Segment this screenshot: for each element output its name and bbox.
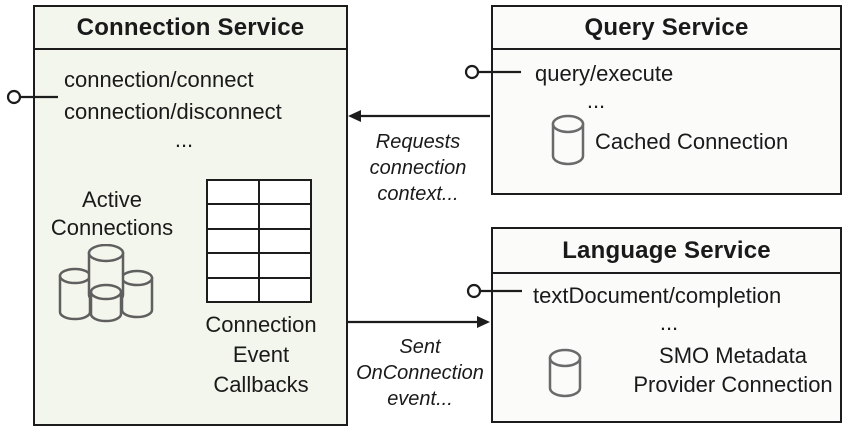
requests-connection-context-label: Requests connection context... — [369, 131, 467, 205]
language-service-box: Language Service textDocument/completion… — [491, 227, 842, 423]
query-service-box: Query Service query/execute ... Cached C… — [491, 5, 842, 195]
connection-event-callbacks-label: Connection Event Callbacks — [205, 312, 317, 397]
arrow-sent-onconnection-event — [348, 316, 490, 328]
method-query-execute: query/execute — [535, 61, 674, 86]
connection-service-methods: connection/connect connection/disconnect… — [64, 64, 304, 152]
database-cluster-icon — [58, 244, 154, 323]
methods-ellipsis: ... — [586, 88, 606, 113]
query-service-title: Query Service — [493, 7, 840, 50]
active-connections-label: Active Connections — [50, 187, 174, 240]
table-icon — [206, 179, 312, 303]
query-service-methods: query/execute ... — [535, 59, 674, 113]
cached-connection-label: Cached Connection — [595, 129, 789, 154]
smo-metadata-provider-connection-label: SMO Metadata Provider Connection — [633, 343, 833, 397]
method-connection-disconnect: connection/disconnect — [64, 99, 282, 124]
method-connection-connect: connection/connect — [64, 67, 254, 92]
database-icon — [551, 114, 585, 166]
database-icon — [548, 348, 582, 398]
methods-ellipsis: ... — [174, 127, 194, 152]
methods-ellipsis: ... — [659, 310, 679, 335]
language-service-methods: textDocument/completion ... — [533, 281, 805, 335]
connection-service-box: Connection Service connection/connect co… — [33, 5, 348, 426]
sent-onconnection-event-label: Sent OnConnection event... — [356, 336, 484, 410]
connection-service-title: Connection Service — [35, 7, 346, 50]
language-service-title: Language Service — [493, 229, 840, 274]
arrow-requests-connection-context — [348, 110, 490, 122]
method-textdocument-completion: textDocument/completion — [533, 283, 782, 308]
